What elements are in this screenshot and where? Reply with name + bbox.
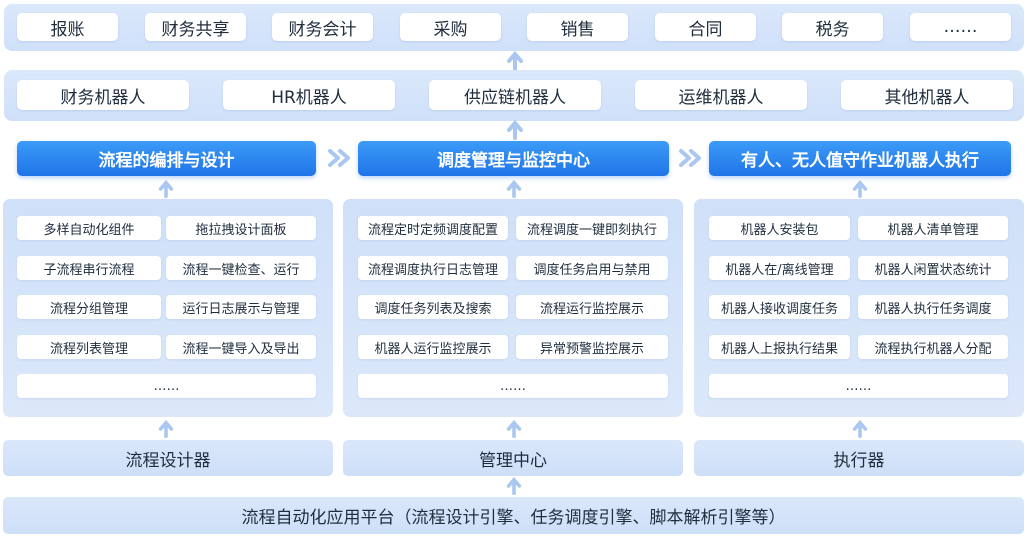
design-item: 子流程串行流程 <box>17 256 161 280</box>
execute-item-more: …… <box>709 374 1008 398</box>
up-arrow-icon <box>506 477 522 495</box>
robot-hr: HR机器人 <box>223 80 395 110</box>
design-item: 拖拉拽设计面板 <box>166 216 316 240</box>
module-sales: 销售 <box>527 13 628 41</box>
schedule-item-more: …… <box>358 374 668 398</box>
up-arrow-icon <box>852 180 868 198</box>
schedule-item: 流程运行监控展示 <box>516 295 668 319</box>
schedule-item: 流程调度一键即刻执行 <box>516 216 668 240</box>
module-reimbursement: 报账 <box>17 13 118 41</box>
execute-item: 机器人闲置状态统计 <box>858 256 1008 280</box>
design-item-more: …… <box>17 374 316 398</box>
robot-finance: 财务机器人 <box>17 80 189 110</box>
schedule-item: 调度任务列表及搜索 <box>358 295 508 319</box>
robots-band: 财务机器人 HR机器人 供应链机器人 运维机器人 其他机器人 <box>4 70 1024 121</box>
design-item: 运行日志展示与管理 <box>166 295 316 319</box>
platform-bar: 流程自动化应用平台（流程设计引擎、任务调度引擎、脚本解析引擎等） <box>3 497 1024 534</box>
up-arrow-icon <box>158 180 174 198</box>
design-item: 流程分组管理 <box>17 295 161 319</box>
execute-item: 机器人在/离线管理 <box>709 256 850 280</box>
schedule-item: 调度任务启用与禁用 <box>516 256 668 280</box>
schedule-item: 流程定时定频调度配置 <box>358 216 508 240</box>
execute-item: 机器人安装包 <box>709 216 850 240</box>
footer-executor: 执行器 <box>694 440 1024 476</box>
business-modules-band: 报账 财务共享 财务会计 采购 销售 合同 税务 …… <box>4 4 1024 51</box>
design-item: 流程列表管理 <box>17 335 161 359</box>
robot-supply-chain: 供应链机器人 <box>429 80 601 110</box>
schedule-item: 流程调度执行日志管理 <box>358 256 508 280</box>
right-arrow-icon <box>328 149 350 167</box>
design-panel: 多样自动化组件 拖拉拽设计面板 子流程串行流程 流程一键检查、运行 流程分组管理… <box>3 199 333 417</box>
module-financial-sharing: 财务共享 <box>145 13 246 41</box>
module-contract: 合同 <box>655 13 756 41</box>
header-design: 流程的编排与设计 <box>17 141 316 176</box>
execute-item: 机器人执行任务调度 <box>858 295 1008 319</box>
up-arrow-icon <box>506 180 522 198</box>
right-arrow-icon <box>679 149 701 167</box>
up-arrow-icon <box>507 120 523 140</box>
design-item: 多样自动化组件 <box>17 216 161 240</box>
up-arrow-icon <box>507 51 523 71</box>
execute-item: 流程执行机器人分配 <box>858 335 1008 359</box>
execute-item: 机器人上报执行结果 <box>709 335 850 359</box>
up-arrow-icon <box>158 420 174 438</box>
schedule-item: 异常预警监控展示 <box>516 335 668 359</box>
robot-others: 其他机器人 <box>841 80 1013 110</box>
execute-panel: 机器人安装包 机器人清单管理 机器人在/离线管理 机器人闲置状态统计 机器人接收… <box>694 199 1024 417</box>
module-more: …… <box>910 13 1011 41</box>
footer-manager: 管理中心 <box>343 440 683 476</box>
header-execute: 有人、无人值守作业机器人执行 <box>709 141 1011 176</box>
design-item: 流程一键检查、运行 <box>166 256 316 280</box>
footer-designer: 流程设计器 <box>3 440 333 476</box>
robot-operations: 运维机器人 <box>635 80 807 110</box>
up-arrow-icon <box>852 420 868 438</box>
schedule-panel: 流程定时定频调度配置 流程调度一键即刻执行 流程调度执行日志管理 调度任务启用与… <box>343 199 683 417</box>
module-purchasing: 采购 <box>400 13 501 41</box>
schedule-item: 机器人运行监控展示 <box>358 335 508 359</box>
execute-item: 机器人接收调度任务 <box>709 295 850 319</box>
design-item: 流程一键导入及导出 <box>166 335 316 359</box>
up-arrow-icon <box>506 420 522 438</box>
execute-item: 机器人清单管理 <box>858 216 1008 240</box>
module-financial-accounting: 财务会计 <box>272 13 373 41</box>
module-tax: 税务 <box>782 13 883 41</box>
header-schedule: 调度管理与监控中心 <box>358 141 669 176</box>
